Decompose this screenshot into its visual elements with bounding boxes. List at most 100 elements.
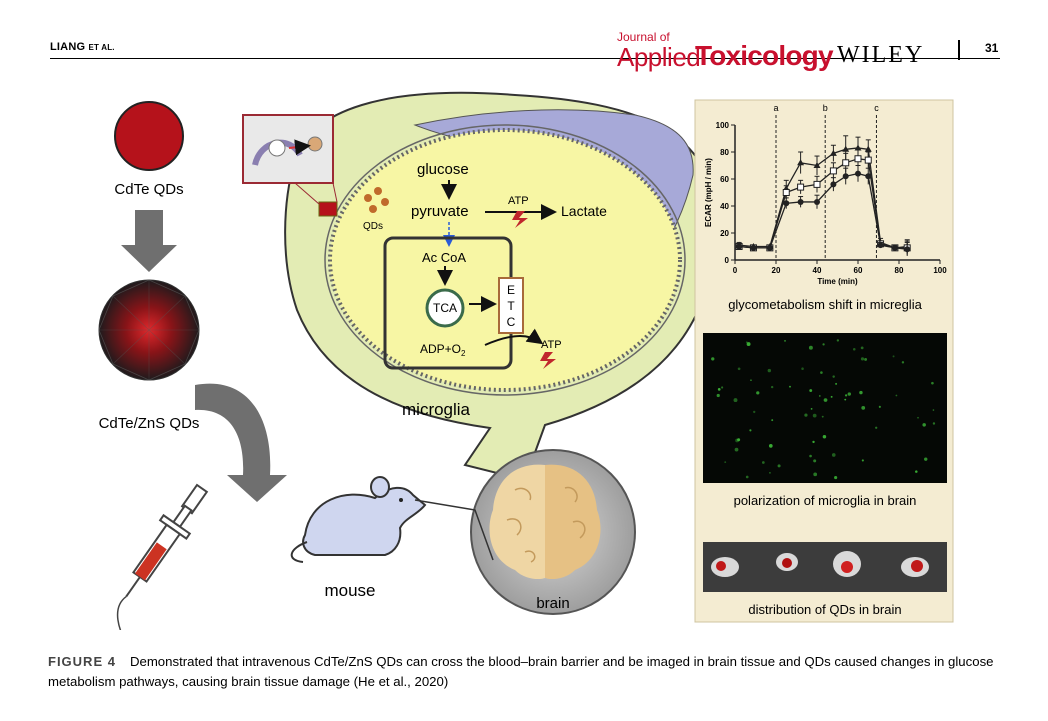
panel3-caption: distribution of QDs in brain [748, 602, 901, 617]
data-point [855, 170, 861, 177]
fluorescent-cell [733, 398, 738, 403]
inset-box [242, 114, 338, 217]
atp-label-bottom: ATP [541, 339, 562, 351]
data-point [797, 183, 805, 191]
fluorescent-cell [812, 440, 815, 444]
fluorescent-cell [932, 422, 936, 425]
arrow-adp-atp [484, 328, 544, 346]
fluorescent-cell [924, 457, 928, 461]
fluorescent-cell [861, 405, 866, 410]
treatment-label: c [874, 103, 879, 113]
brain-zoom-line [414, 499, 494, 561]
qds-label: QDs [363, 221, 383, 232]
data-point [891, 244, 898, 251]
x-tick-label: 20 [772, 266, 781, 275]
fluorescent-cell [770, 385, 774, 389]
fluorescent-cell [836, 339, 840, 342]
fluorescent-cell [847, 392, 852, 396]
journal-of-text: Journal of [617, 30, 670, 44]
header-rule [50, 58, 1000, 59]
data-point [842, 159, 850, 167]
data-point [854, 155, 862, 163]
tca-cycle-icon [425, 288, 465, 328]
fluorescent-cell [750, 379, 752, 382]
author-name: LIANG [50, 41, 86, 53]
cdte-zns-qd-sphere [98, 279, 200, 381]
treatment-label: a [773, 103, 778, 113]
y-tick-label: 20 [720, 229, 729, 238]
x-tick-label: 0 [733, 266, 738, 275]
journal-applied-text: Applied [617, 42, 701, 72]
fluorescent-cell [931, 381, 934, 385]
data-point [782, 189, 790, 196]
fluorescent-cell [771, 419, 774, 422]
page-number: 31 [985, 41, 999, 55]
brain-icon [489, 464, 601, 580]
atp-label-top: ATP [508, 195, 529, 207]
panel2-caption: polarization of microglia in brain [734, 493, 917, 508]
fluorescent-cell [901, 361, 905, 364]
microglia-label: microglia [402, 400, 471, 419]
fluorescent-cell [832, 375, 835, 378]
treatment-label: b [823, 103, 828, 113]
acoa-label: Ac CoA [422, 250, 466, 265]
fluorescent-cell [804, 413, 808, 417]
fluorescent-cell [892, 355, 895, 358]
etc-letter-e: E [507, 283, 515, 297]
fluorescent-cell [737, 367, 741, 371]
fluorescent-cell [734, 447, 739, 452]
lightning-icon-2 [540, 352, 556, 369]
fluorescent-cell [878, 405, 881, 408]
figure-label: FIGURE 4 [48, 654, 116, 669]
panel1-caption: glycometabolism shift in micreglia [728, 297, 922, 312]
data-point [813, 162, 821, 168]
fluorescent-cell [789, 385, 791, 388]
fluorescent-cell [753, 410, 756, 414]
header-separator [958, 40, 960, 60]
fluorescent-cell [821, 415, 824, 418]
fluorescent-cell [915, 470, 918, 473]
tca-label: TCA [433, 301, 457, 315]
microglia-inner-cell [328, 128, 682, 392]
x-axis-label: Time (min) [817, 277, 858, 286]
fluorescent-cell [844, 394, 848, 397]
lightning-icon [512, 211, 528, 228]
x-tick-label: 100 [933, 266, 947, 275]
fluorescent-cell [777, 464, 781, 468]
fluorescent-cell [746, 342, 751, 347]
fluorescent-cell [822, 343, 825, 346]
adp-o2-label: ADP+O2 [420, 342, 466, 358]
fluorescent-cell [852, 347, 856, 351]
etc-letter-t: T [507, 299, 515, 313]
fluorescent-cell [859, 390, 863, 395]
fluorescent-cell [716, 393, 720, 398]
cdte-label: CdTe QDs [114, 181, 183, 198]
pyruvate-label: pyruvate [411, 203, 469, 220]
data-point [797, 198, 804, 205]
x-tick-label: 80 [895, 266, 904, 275]
adp-o2-subscript: 2 [461, 349, 466, 358]
publisher-name: WILEY [837, 42, 925, 68]
fluorescent-cell [820, 371, 823, 374]
fluorescent-cell [749, 429, 752, 432]
fluorescent-cell [717, 388, 721, 391]
fluorescent-cell [767, 368, 772, 373]
fluorescent-cell [711, 357, 715, 361]
y-tick-label: 0 [725, 256, 730, 265]
mouse-icon [290, 476, 427, 563]
data-point [877, 242, 884, 249]
fluorescent-cell [721, 386, 724, 389]
fluorescent-cell [823, 398, 828, 402]
fluorescent-cell [756, 391, 760, 395]
y-tick-label: 40 [720, 202, 729, 211]
fluorescent-cell [808, 345, 813, 350]
fluorescent-cell [917, 416, 919, 419]
fluorescent-cell [809, 454, 812, 458]
data-point [904, 246, 911, 253]
brain-label: brain [536, 595, 569, 612]
etc-box [498, 277, 524, 334]
fluorescent-cell [895, 394, 898, 397]
data-point [830, 181, 837, 188]
fluorescent-cell [922, 423, 926, 427]
fluorescent-cell [809, 389, 813, 393]
